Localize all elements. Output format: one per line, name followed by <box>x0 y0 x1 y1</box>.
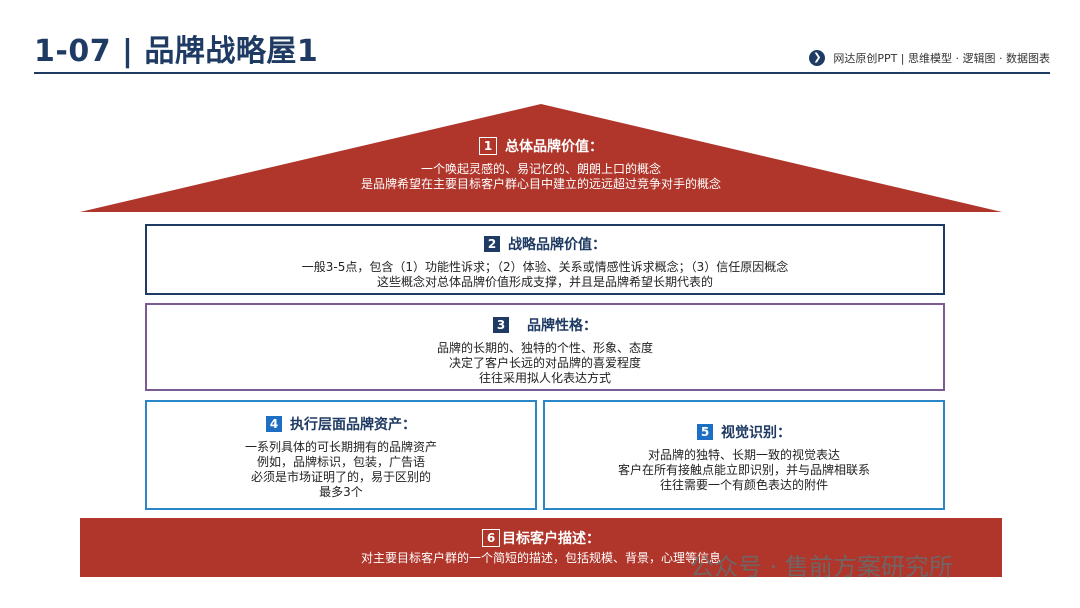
section5-title: 视觉识别： <box>721 425 791 441</box>
section4-line-3: 必须是市场证明了的，易于区别的 <box>250 470 431 484</box>
roof-line-1: 一个唤起灵感的、易记忆的、朗朗上口的概念 <box>420 162 661 176</box>
section3-title-line: 3 品牌性格： <box>147 315 943 335</box>
roof-title: 总体品牌价值： <box>505 139 603 155</box>
chevron-right-icon: ❯ <box>809 50 826 66</box>
section3-number-badge: 3 <box>493 317 509 333</box>
section-brand-assets: 4 执行层面品牌资产： 一系列具体的可长期拥有的品牌资产 例如，品牌标识，包装，广… <box>145 400 537 510</box>
section4-line-2: 例如，品牌标识，包装，广告语 <box>256 455 425 469</box>
section5-line-3: 往往需要一个有颜色表达的附件 <box>659 478 828 492</box>
page-title: 1-07 | 品牌战略屋1 <box>34 34 319 69</box>
roof-triangle <box>80 104 1002 212</box>
section5-number-badge: 5 <box>697 424 713 440</box>
section4-title: 执行层面品牌资产： <box>290 417 416 433</box>
section3-line-1: 品牌的长期的、独特的个性、形象、态度 <box>436 341 653 355</box>
header-divider <box>34 72 1050 74</box>
section-strategic-value: 2 战略品牌价值： 一般3-5点，包含（1）功能性诉求；（2）体验、关系或情感性诉… <box>145 224 945 295</box>
header-subtitle: ❯ 网达原创PPT | 思维模型 · 逻辑图 · 数据图表 <box>809 50 1050 66</box>
section3-line-3: 往往采用拟人化表达方式 <box>478 371 611 385</box>
section-brand-personality: 3 品牌性格： 品牌的长期的、独特的个性、形象、态度 决定了客户长远的对品牌的喜爱… <box>145 303 945 391</box>
section6-title: 目标客户描述： <box>502 531 600 547</box>
roof-title-line: 1 总体品牌价值： <box>80 136 1002 156</box>
section3-line-2: 决定了客户长远的对品牌的喜爱程度 <box>448 356 641 370</box>
section5-line-2: 客户在所有接触点能立即识别，并与品牌相联系 <box>617 463 870 477</box>
section6-number-badge: 6 <box>482 529 500 547</box>
section4-number-badge: 4 <box>266 416 282 432</box>
roof-line-2: 是品牌希望在主要目标客户群心目中建立的远远超过竞争对手的概念 <box>360 177 721 191</box>
section2-title: 战略品牌价值： <box>508 237 606 253</box>
section2-line-2: 这些概念对总体品牌价值形成支撑，并且是品牌希望长期代表的 <box>376 275 713 289</box>
section4-line-1: 一系列具体的可长期拥有的品牌资产 <box>244 440 437 454</box>
section2-line-1: 一般3-5点，包含（1）功能性诉求；（2）体验、关系或情感性诉求概念；（3）信任… <box>301 260 789 274</box>
section3-title: 品牌性格： <box>527 318 597 334</box>
section4-line-4: 最多3个 <box>319 485 363 499</box>
section5-title-line: 5 视觉识别： <box>545 422 943 442</box>
section6-line-1: 对主要目标客户群的一个简短的描述，包括规模、背景，心理等信息 <box>360 551 721 565</box>
roof-shape <box>80 104 1002 212</box>
header-subtitle-text: 网达原创PPT | 思维模型 · 逻辑图 · 数据图表 <box>833 52 1050 65</box>
roof-section: 1 总体品牌价值： 一个唤起灵感的、易记忆的、朗朗上口的概念 是品牌希望在主要目标… <box>80 136 1002 192</box>
roof-number-badge: 1 <box>479 137 497 155</box>
watermark: 公众号 · 售前方案研究所 <box>690 553 953 581</box>
section5-line-1: 对品牌的独特、长期一致的视觉表达 <box>647 448 840 462</box>
section2-title-line: 2 战略品牌价值： <box>147 234 943 254</box>
section-visual-identity: 5 视觉识别： 对品牌的独特、长期一致的视觉表达 客户在所有接触点能立即识别，并与… <box>543 400 945 510</box>
section2-number-badge: 2 <box>484 236 500 252</box>
section4-title-line: 4 执行层面品牌资产： <box>147 414 535 434</box>
